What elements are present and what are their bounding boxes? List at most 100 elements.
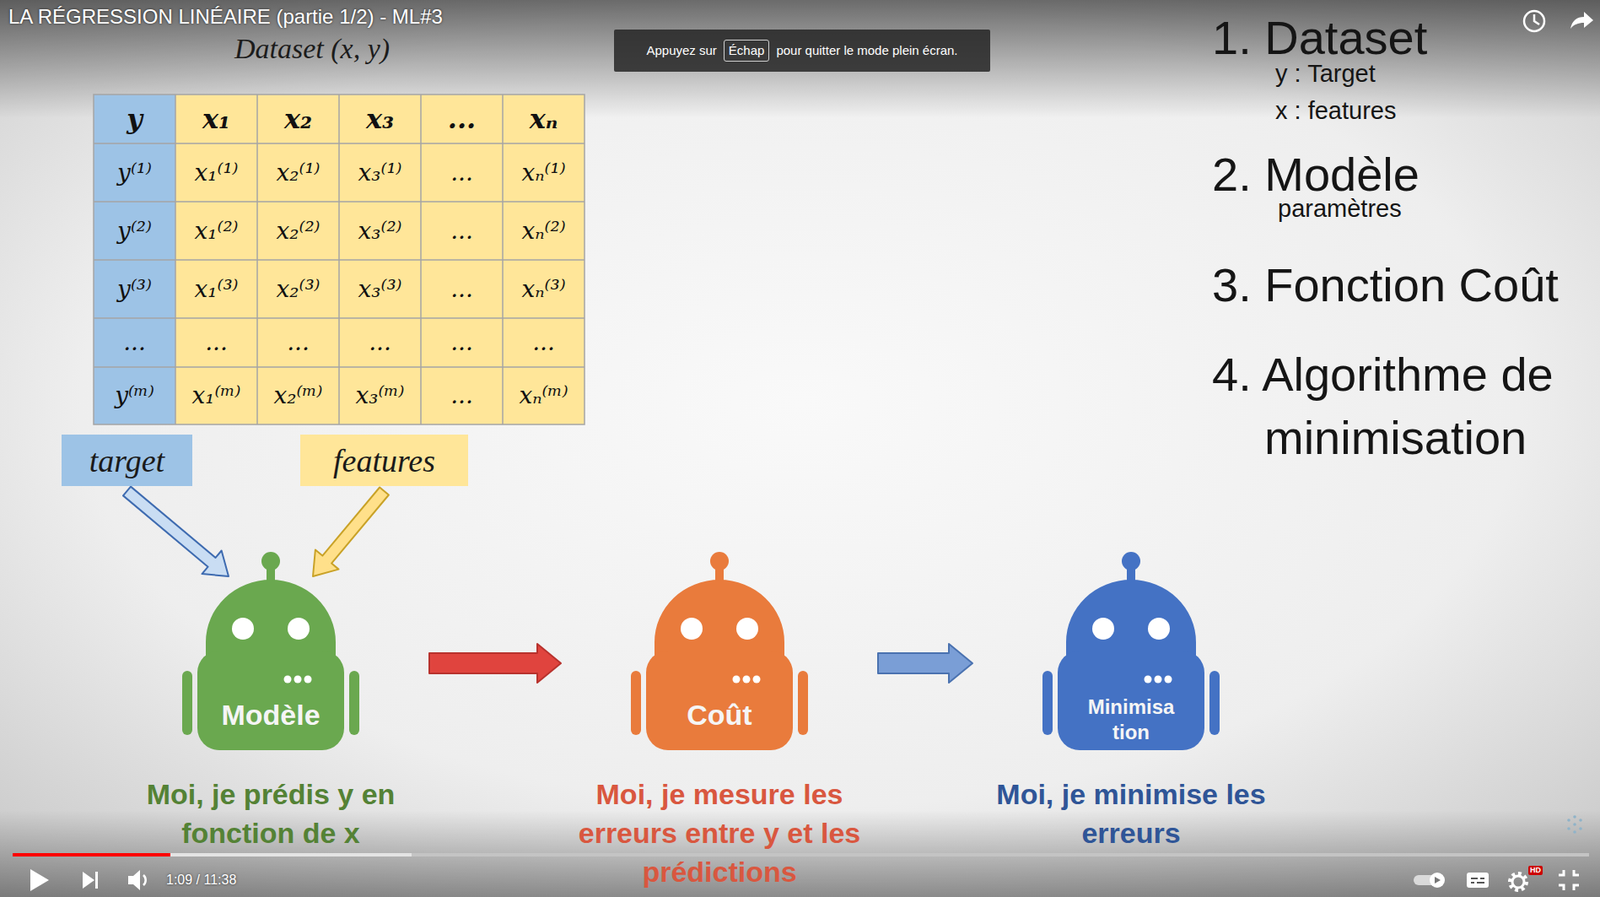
hd-badge: HD [1528,865,1543,875]
dot [1573,822,1577,826]
robot-dot [284,675,292,684]
progress-played [12,852,171,857]
play-icon [30,868,49,891]
robot-eye [736,617,759,640]
progress-bar [12,852,1590,857]
minimisation-robot: Minimisa tionMoi, je minimise les erreur… [979,576,1283,750]
robot-arm [797,670,809,735]
table-border [93,94,585,425]
progress-track [12,852,1590,857]
subtitles-lines [1470,878,1485,883]
table-cell: x₃⁽²⁾ [339,201,421,260]
robot-dot [753,675,761,684]
robot-eye [231,617,254,640]
robot-eye [680,617,703,640]
data-table [93,94,585,425]
next-icon [82,871,95,889]
table-cell: ... [420,317,503,367]
robot-name: Modèle [199,697,343,732]
antenna-ball [261,551,281,571]
flow-arrow [878,643,973,683]
table-cell: x₃⁽ᵐ⁾ [339,366,421,425]
share-icon [1570,11,1594,29]
robot-torso [1057,650,1205,750]
top-icons [1524,10,1594,32]
table-cell: ... [93,317,176,367]
next-bar [95,871,98,889]
autoplay-glyph [1434,876,1441,884]
antenna-stem [266,567,275,582]
table-cell: ... [175,317,258,367]
dot [1578,826,1583,830]
clock-icon [1524,10,1545,32]
robot-body [630,551,809,750]
table-cell: x₁⁽³⁾ [175,259,258,318]
table-cell: x₂⁽³⁾ [257,259,340,318]
robot-arm [1209,670,1220,735]
autoplay-knob [1429,872,1445,888]
table-header: x₂ [257,94,340,144]
outline-item: paramètres [1277,193,1402,223]
fullscreen-exit-icon [1558,869,1579,890]
subtitles-icon [1466,872,1489,888]
table-cell: y⁽²⁾ [93,201,176,260]
robot-arm [630,670,642,735]
table-cell: ... [257,317,340,367]
outline-item: 3. Fonction Coût [1212,258,1559,313]
grid-line [93,143,585,367]
progress-loaded [12,852,412,857]
robot-dot [304,675,313,684]
table-cell: x₂⁽²⁾ [257,201,340,260]
robot-caption: Moi, je prédis y en fonction de x [144,774,398,852]
dot [1567,826,1571,830]
antenna-stem [715,567,724,582]
table-cell: x₂⁽ᵐ⁾ [257,366,340,425]
table-grid [93,94,585,425]
robot-dot [743,675,751,684]
robot-caption: Moi, je minimise les erreurs [979,774,1283,852]
outline-item: 2. Modèle [1212,147,1420,202]
antenna-stem [1126,567,1136,582]
table-cell: ... [502,317,585,367]
robot-eye [1092,617,1115,640]
table-header: y [93,94,176,144]
channel-icon [1567,814,1583,834]
table-cell: y⁽¹⁾ [93,143,176,202]
antenna-ball [710,551,729,571]
robot-arm [349,670,360,735]
box-text: features [333,441,436,480]
flow-arrow [123,486,229,577]
video-title: LA RÉGRESSION LINÉAIRE (partie 1/2) - ML… [8,5,443,29]
video-time: 1:09 / 11:38 [166,871,237,889]
volume-wave [143,874,146,885]
table-cell: x₁⁽ᵐ⁾ [175,366,258,425]
robot-body [1042,551,1220,750]
table-cell: ... [420,259,503,318]
gear-teeth [1510,873,1527,890]
table-cell: x₃⁽³⁾ [339,259,421,318]
badge-text: HD [1529,865,1541,875]
key-text: Échap [728,43,765,58]
cost-robot: CoûtMoi, je mesure les erreurs entre y e… [567,576,872,750]
table-header: ... [420,94,503,144]
table-cell: ... [420,143,503,202]
target-box: target [61,434,193,486]
dot [1573,829,1577,834]
robot-name: Minimisa tion [1080,694,1182,745]
robot-face [231,617,313,684]
table-cell: x₁⁽¹⁾ [175,143,258,202]
table-cell: x₂⁽¹⁾ [257,143,340,202]
robot-face [680,617,761,684]
outline-item: 4. Algorithme de minimisation [1212,342,1592,469]
table-cell: y⁽³⁾ [93,259,176,318]
robot-dot [1144,675,1153,684]
box-text: target [89,441,165,480]
robot-eye [1147,617,1170,640]
table-cell: y⁽ᵐ⁾ [93,366,176,425]
dot [1573,814,1577,819]
antenna-ball [1121,551,1141,571]
model-robot: ModèleMoi, je prédis y en fonction de x [118,576,423,750]
table-cell: x₃⁽¹⁾ [339,143,421,202]
robot-eye [287,617,310,640]
dot [1567,818,1571,822]
